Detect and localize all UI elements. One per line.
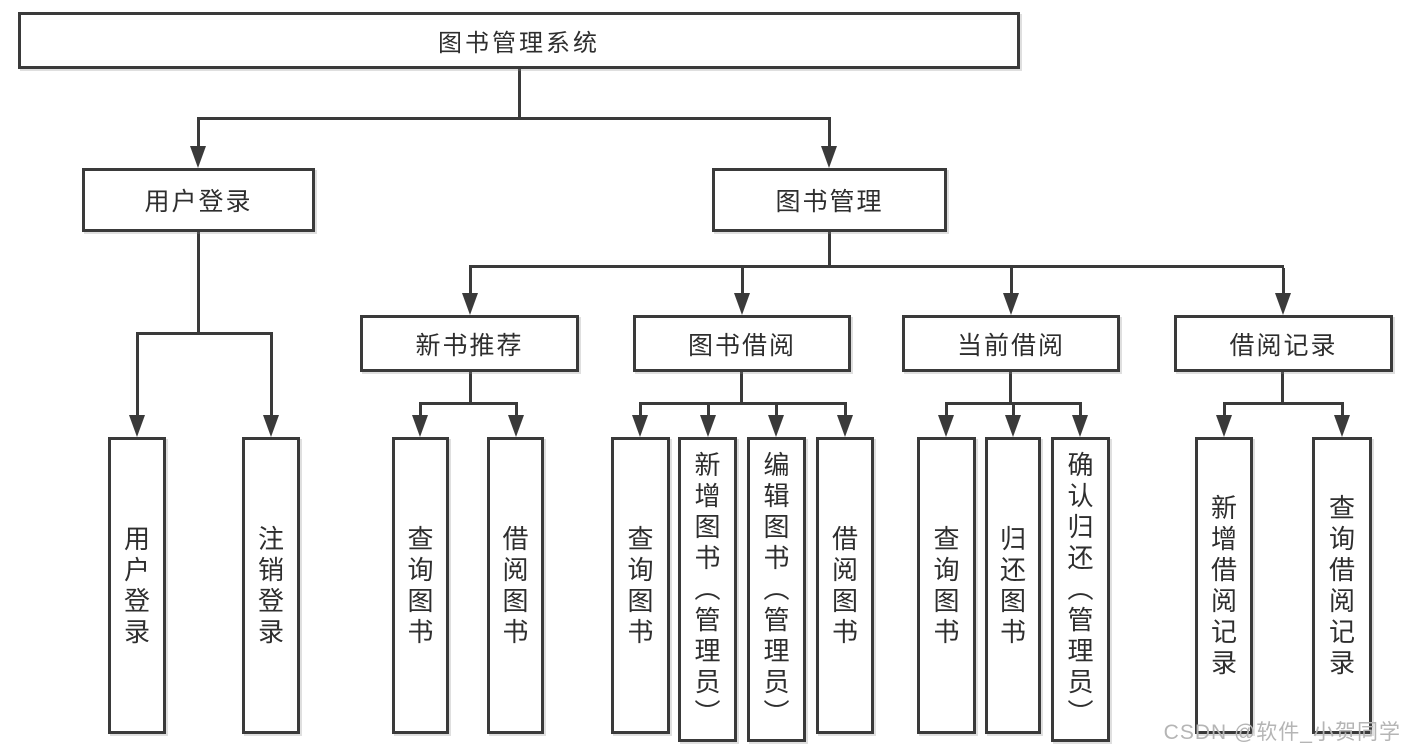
arrow-down-icon [508, 415, 524, 437]
node-book-management: 图书管理 [712, 168, 947, 232]
node-new-book-recommend: 新书推荐 [360, 315, 579, 372]
arrow-down-icon [190, 146, 206, 168]
connector-borrowrecord-rail [1223, 402, 1344, 405]
leaf-add-book-admin-label: 新增图书︵管理员︶ [694, 450, 721, 728]
node-root: 图书管理系统 [18, 12, 1020, 69]
leaf-edit-book-admin-label: 编辑图书︵管理员︶ [763, 450, 790, 728]
leaf-query-book-1-label: 查询图书 [407, 523, 434, 647]
connector-borrowrecord-stem [1281, 372, 1284, 405]
node-current-borrow-label: 当前借阅 [956, 331, 1065, 360]
leaf-borrow-book-1: 借阅图书 [487, 437, 544, 734]
leaf-logout-label: 注销登录 [257, 523, 284, 647]
arrow-down-icon [1005, 415, 1021, 437]
node-current-borrow: 当前借阅 [902, 315, 1120, 372]
leaf-query-book-1: 查询图书 [392, 437, 449, 734]
connector-userlogin-rail [136, 332, 273, 335]
arrow-down-icon [462, 293, 478, 315]
arrow-down-icon [700, 415, 716, 437]
leaf-query-book-2: 查询图书 [611, 437, 670, 734]
connector-level3-rail [469, 265, 1284, 268]
csdn-watermark: CSDN @软件_小贺同学 [1163, 721, 1401, 744]
connector-stem [828, 120, 831, 146]
leaf-user-login-label: 用户登录 [123, 523, 150, 647]
leaf-edit-book-admin: 编辑图书︵管理员︶ [747, 437, 806, 742]
arrow-down-icon [412, 415, 428, 437]
arrow-down-icon [938, 415, 954, 437]
connector-stem [945, 405, 948, 415]
arrow-down-icon [734, 293, 750, 315]
connector-level2-rail [197, 117, 831, 120]
node-root-label: 图书管理系统 [438, 30, 600, 57]
node-book-borrow-label: 图书借阅 [687, 331, 796, 360]
leaf-user-login: 用户登录 [108, 437, 166, 734]
connector-bookborrow-stem [740, 372, 743, 405]
connector-currentborrow-rail [945, 402, 1082, 405]
arrow-down-icon [263, 415, 279, 437]
leaf-confirm-return-admin: 确认归还︵管理员︶ [1051, 437, 1110, 742]
leaf-logout: 注销登录 [242, 437, 300, 734]
connector-currentborrow-stem [1009, 372, 1012, 405]
arrow-down-icon [1275, 293, 1291, 315]
leaf-query-book-3-label: 查询图书 [933, 523, 960, 647]
connector-stem [1010, 268, 1013, 293]
node-user-login-label: 用户登录 [144, 188, 253, 216]
arrow-down-icon [632, 415, 648, 437]
connector-userlogin-stem [197, 232, 200, 335]
node-book-management-label: 图书管理 [775, 188, 884, 216]
connector-stem [469, 268, 472, 293]
connector-stem [270, 335, 273, 415]
node-new-book-recommend-label: 新书推荐 [415, 331, 524, 360]
arrow-down-icon [129, 415, 145, 437]
leaf-add-borrow-record-label: 新增借阅记录 [1210, 492, 1237, 678]
connector-stem [1012, 405, 1015, 415]
arrow-down-icon [1003, 293, 1019, 315]
leaf-borrow-book-2: 借阅图书 [816, 437, 874, 734]
arrow-down-icon [1216, 415, 1232, 437]
node-user-login: 用户登录 [82, 168, 315, 232]
connector-stem [515, 405, 518, 415]
leaf-add-book-admin: 新增图书︵管理员︶ [678, 437, 737, 742]
node-borrow-record: 借阅记录 [1174, 315, 1393, 372]
leaf-query-borrow-record-label: 查询借阅记录 [1328, 492, 1355, 678]
connector-stem [136, 335, 139, 415]
leaf-borrow-book-1-label: 借阅图书 [502, 523, 529, 647]
connector-stem [419, 405, 422, 415]
leaf-return-book: 归还图书 [985, 437, 1041, 734]
leaf-query-book-2-label: 查询图书 [627, 523, 654, 647]
connector-stem [639, 405, 642, 415]
connector-newbook-stem [469, 372, 472, 405]
connector-stem [1223, 405, 1226, 415]
connector-bookborrow-rail [639, 402, 847, 405]
leaf-confirm-return-admin-label: 确认归还︵管理员︶ [1067, 450, 1094, 728]
leaf-add-borrow-record: 新增借阅记录 [1195, 437, 1253, 734]
node-book-borrow: 图书借阅 [633, 315, 851, 372]
connector-stem [1282, 268, 1285, 293]
leaf-query-book-3: 查询图书 [917, 437, 976, 734]
arrow-down-icon [1072, 415, 1088, 437]
connector-stem [197, 120, 200, 146]
arrow-down-icon [821, 146, 837, 168]
connector-stem [844, 405, 847, 415]
connector-stem [1341, 405, 1344, 415]
arrow-down-icon [1334, 415, 1350, 437]
connector-stem [775, 405, 778, 415]
arrow-down-icon [768, 415, 784, 437]
node-borrow-record-label: 借阅记录 [1229, 331, 1338, 360]
connector-bookmgmt-stem [828, 232, 831, 268]
leaf-borrow-book-2-label: 借阅图书 [831, 523, 858, 647]
leaf-query-borrow-record: 查询借阅记录 [1312, 437, 1372, 734]
leaf-return-book-label: 归还图书 [999, 523, 1026, 647]
arrow-down-icon [837, 415, 853, 437]
connector-stem [741, 268, 744, 293]
connector-stem [1079, 405, 1082, 415]
connector-stem [707, 405, 710, 415]
connector-root-stem [518, 69, 521, 117]
connector-newbook-rail [419, 402, 518, 405]
